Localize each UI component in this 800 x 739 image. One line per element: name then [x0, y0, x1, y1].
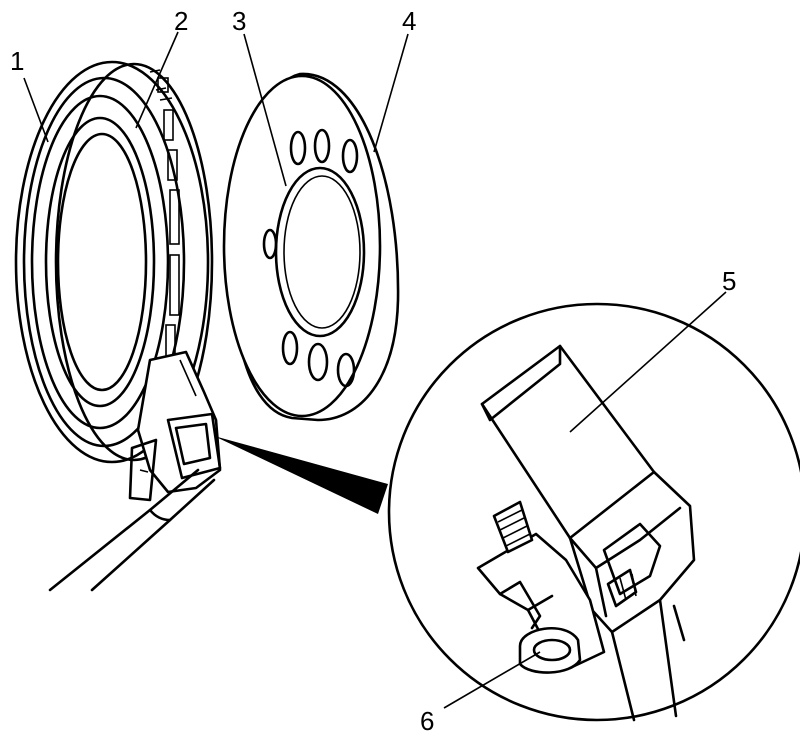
ring-connector-housing — [128, 350, 222, 502]
mounting-bolt — [492, 500, 534, 554]
callout-5: 5 — [722, 266, 736, 296]
seal-outer-lip — [30, 94, 170, 430]
housing-band-edge — [54, 62, 214, 462]
seal-inner-lip — [44, 116, 156, 408]
callout-2: 2 — [174, 6, 188, 36]
bolt-holes — [262, 128, 359, 388]
seal-bore — [56, 132, 148, 392]
detail-view — [387, 302, 800, 722]
flange-plate — [222, 72, 400, 422]
detail-cable — [610, 598, 686, 722]
callout-labels: 1 2 3 4 5 6 — [10, 6, 736, 736]
callout-6: 6 — [420, 706, 434, 736]
sensor-cable — [48, 468, 216, 592]
ring-assembly — [14, 60, 222, 592]
callout-4: 4 — [402, 6, 416, 36]
callout-3: 3 — [232, 6, 246, 36]
magnification-leader — [214, 436, 388, 514]
housing-inner-rim — [22, 76, 186, 448]
leader-lines — [23, 31, 727, 709]
retaining-nut — [518, 626, 582, 674]
callout-1: 1 — [10, 46, 24, 76]
flange-face — [222, 74, 382, 418]
